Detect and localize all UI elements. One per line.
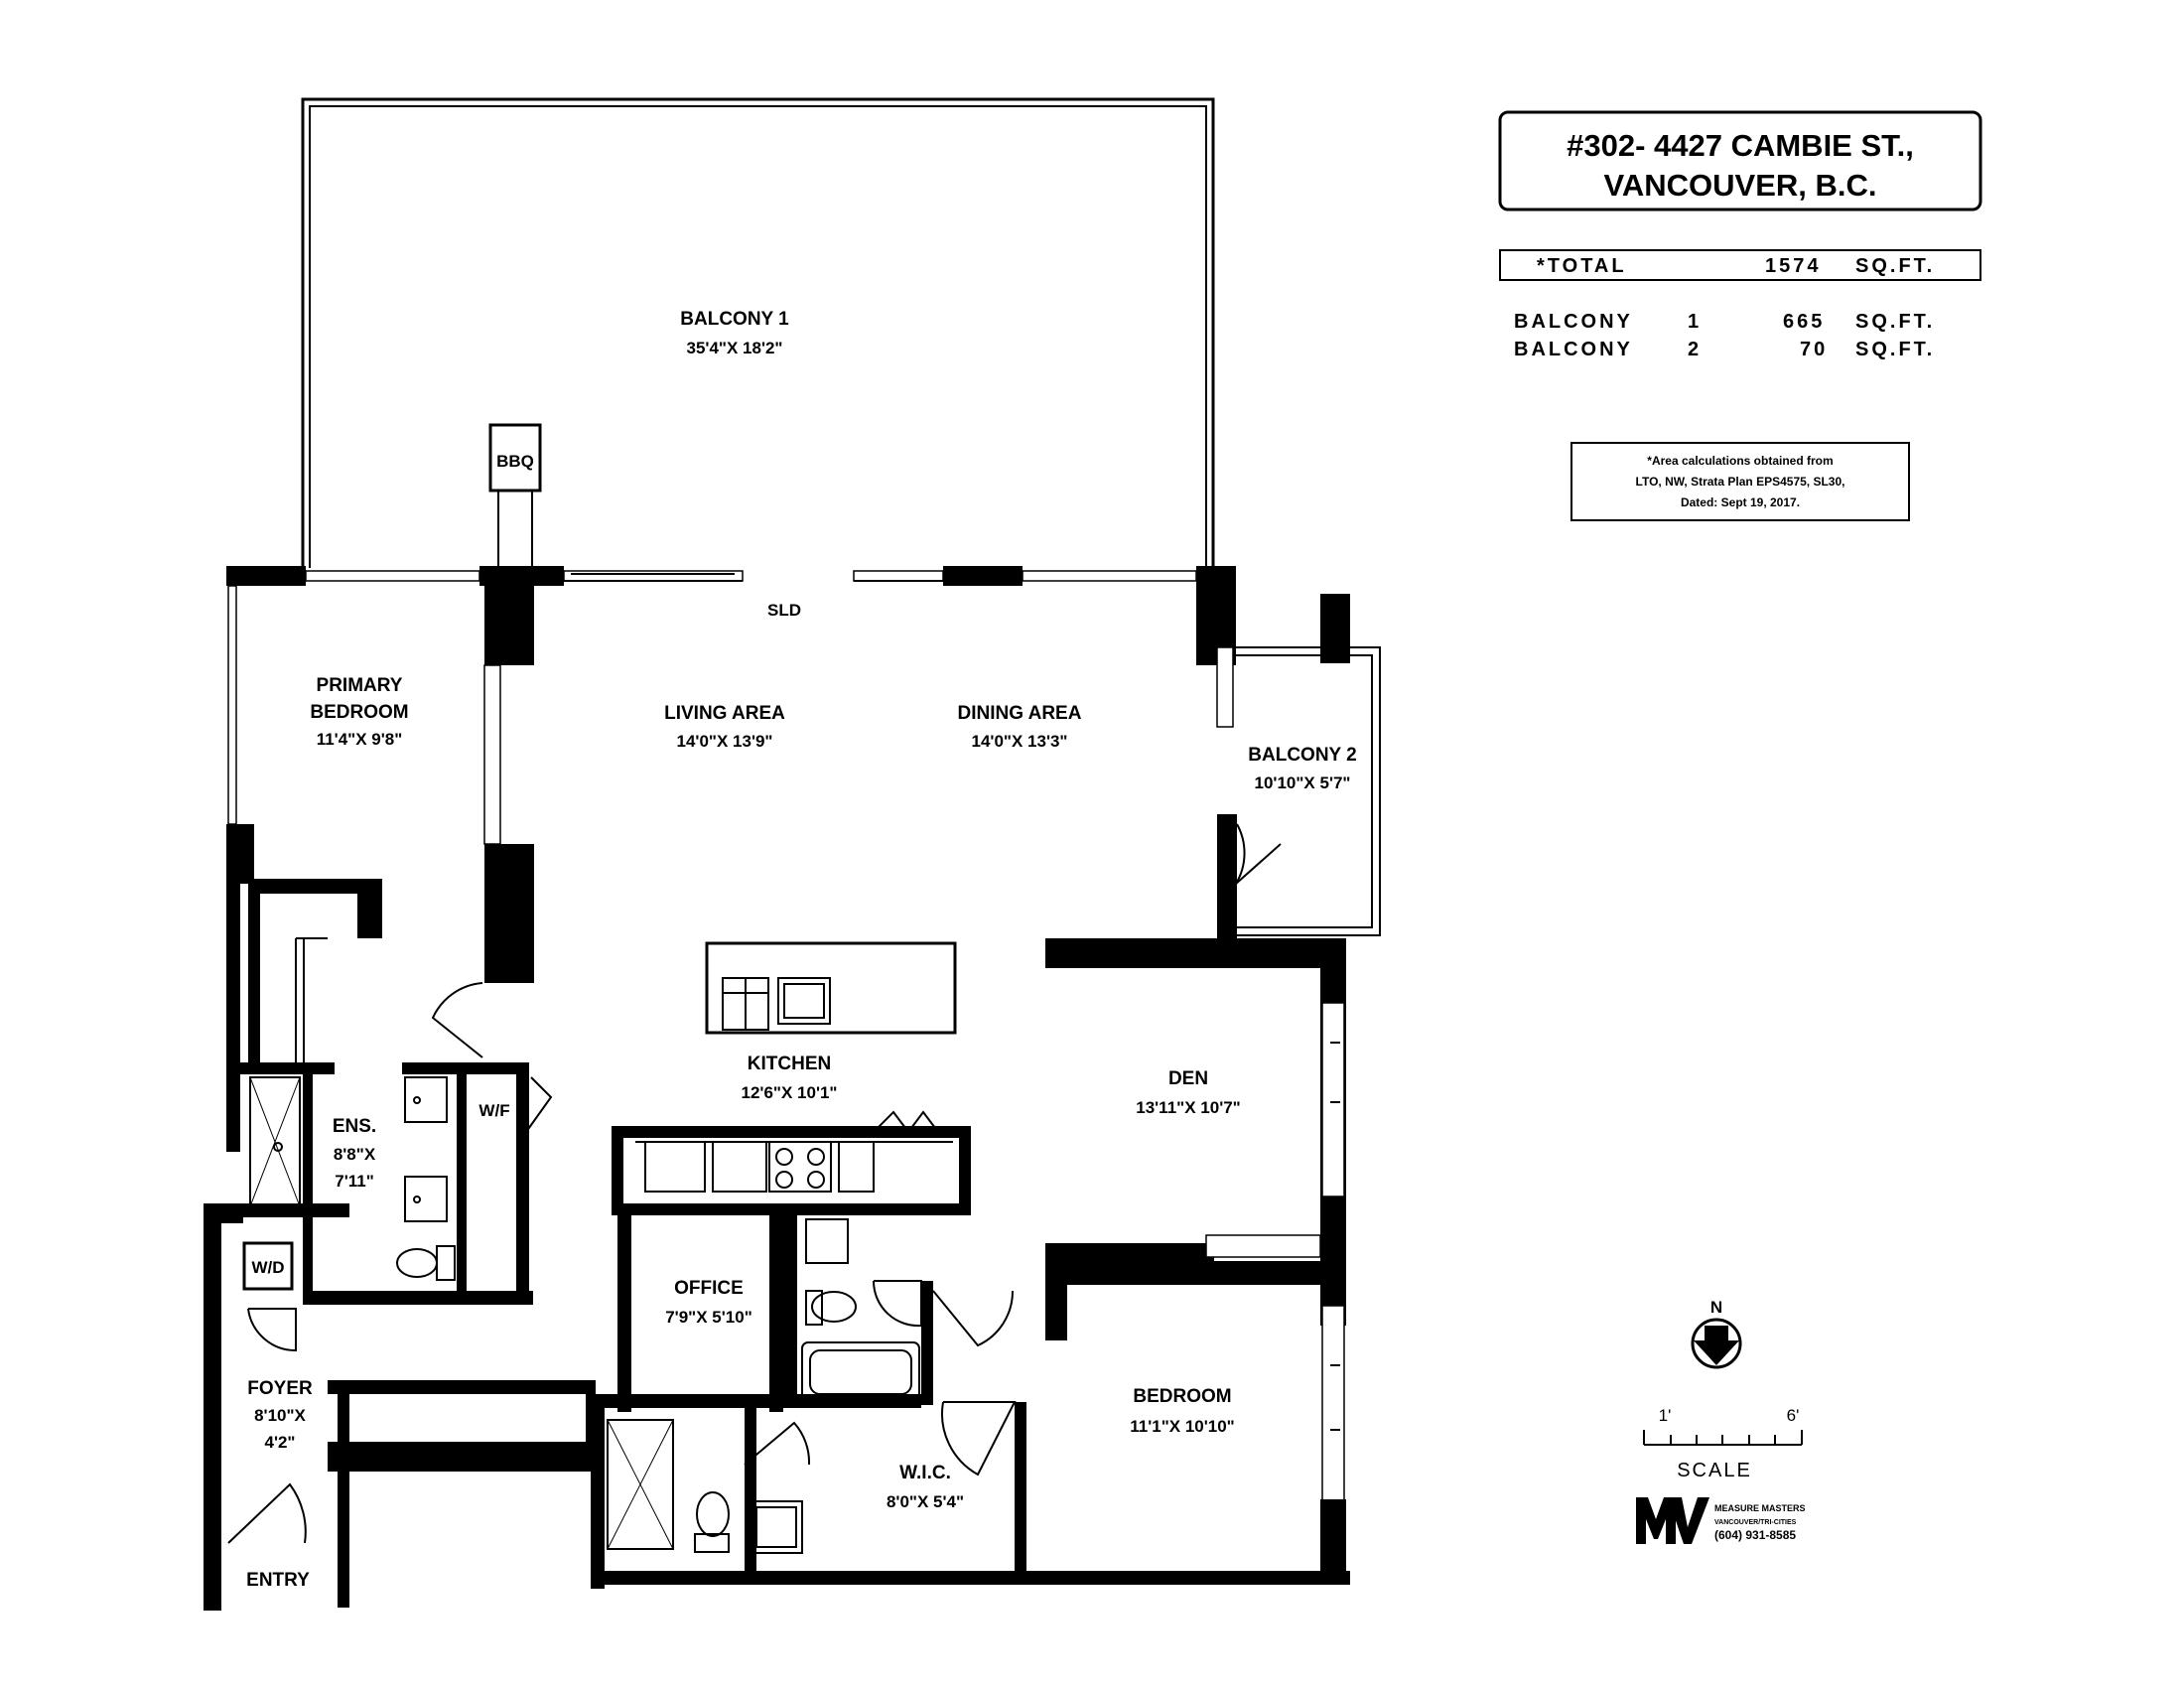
balcony-2-outline: [1236, 646, 1381, 936]
total-value: 1574: [1765, 255, 1822, 277]
bbq: BBQ: [488, 423, 542, 569]
balcony-area-unit: SQ.FT.: [1855, 339, 1935, 360]
north-arrow-icon: [1694, 1326, 1739, 1365]
total-label: *TOTAL: [1537, 255, 1627, 277]
ensuite-name: ENS.: [333, 1116, 376, 1137]
logo-v-icon: [1668, 1497, 1709, 1544]
balcony-areas: BALCONY 1 665 SQ.FT. BALCONY 2 70 SQ.FT.: [1514, 311, 1935, 360]
ensuite-dims-2: 7'11": [335, 1172, 374, 1191]
office-dims: 7'9"X 5'10": [665, 1308, 752, 1327]
wic-dims: 8'0"X 5'4": [887, 1492, 964, 1511]
balcony-area-value: 665: [1783, 311, 1825, 333]
bbq-label: BBQ: [496, 452, 534, 471]
note-line-2: LTO, NW, Strata Plan EPS4575, SL30,: [1636, 475, 1845, 489]
dining-area-dims: 14'0"X 13'3": [972, 732, 1068, 751]
scale-bar: 1' 6' SCALE: [1643, 1406, 1803, 1481]
north-compass: N: [1691, 1298, 1742, 1369]
balcony-area-label: BALCONY: [1514, 311, 1633, 333]
balcony-1-dims: 35'4"X 18'2": [687, 339, 783, 357]
living-area-dims: 14'0"X 13'9": [677, 732, 773, 751]
area-note-box: *Area calculations obtained from LTO, NW…: [1570, 442, 1910, 521]
compass-label: N: [1710, 1298, 1722, 1317]
scale-end: 6': [1787, 1406, 1800, 1425]
balcony-area-value: 70: [1800, 339, 1828, 360]
total-area-box: *TOTAL 1574 SQ.FT.: [1499, 249, 1981, 281]
balcony-1-outline: [301, 97, 1215, 568]
scale-label: SCALE: [1677, 1460, 1752, 1481]
balcony-area-label: BALCONY: [1514, 339, 1633, 360]
total-unit: SQ.FT.: [1855, 255, 1935, 277]
dining-area-name: DINING AREA: [958, 703, 1082, 724]
balcony-area-num: 2: [1688, 339, 1702, 360]
walls: [204, 566, 1350, 1611]
sld-label: SLD: [767, 601, 801, 620]
fixtures: W/D W/F: [242, 941, 957, 1554]
primary-bedroom-name-1: PRIMARY: [317, 675, 403, 696]
wd-label: W/D: [251, 1258, 284, 1277]
logo-phone: (604) 931-8585: [1714, 1528, 1796, 1542]
measure-masters-logo: MEASURE MASTERS VANCOUVER/TRI-CITIES (60…: [1636, 1497, 1806, 1544]
bedroom-dims: 11'1"X 10'10": [1130, 1417, 1235, 1436]
scale-start: 1': [1659, 1406, 1672, 1425]
address-line-1: #302- 4427 CAMBIE ST.,: [1567, 128, 1914, 163]
room-labels: BALCONY 1 35'4"X 18'2" SLD PRIMARY BEDRO…: [246, 309, 1357, 1591]
balcony-area-unit: SQ.FT.: [1855, 311, 1935, 333]
balcony-area-num: 1: [1688, 311, 1702, 333]
balcony-2-dims: 10'10"X 5'7": [1255, 774, 1351, 792]
den-dims: 13'11"X 10'7": [1136, 1098, 1241, 1117]
kitchen-name: KITCHEN: [748, 1054, 831, 1074]
balcony-1-name: BALCONY 1: [680, 309, 789, 330]
logo-name: MEASURE MASTERS: [1714, 1503, 1806, 1513]
foyer-dims-1: 8'10"X: [254, 1406, 306, 1425]
foyer-dims-2: 4'2": [264, 1433, 295, 1452]
note-line-1: *Area calculations obtained from: [1647, 454, 1833, 468]
bedroom-name: BEDROOM: [1133, 1386, 1231, 1407]
logo-tagline: VANCOUVER/TRI-CITIES: [1714, 1519, 1797, 1526]
note-line-3: Dated: Sept 19, 2017.: [1681, 495, 1800, 509]
living-area-name: LIVING AREA: [664, 703, 785, 724]
balcony-2-name: BALCONY 2: [1248, 745, 1356, 766]
office-name: OFFICE: [674, 1278, 744, 1299]
wic-name: W.I.C.: [899, 1463, 951, 1483]
entry-label: ENTRY: [246, 1570, 310, 1591]
address-box: #302- 4427 CAMBIE ST., VANCOUVER, B.C.: [1498, 110, 1982, 211]
den-name: DEN: [1168, 1068, 1208, 1089]
logo-m-icon: [1636, 1497, 1676, 1544]
ensuite-dims-1: 8'8"X: [334, 1145, 376, 1164]
foyer-name: FOYER: [247, 1378, 313, 1399]
address-line-2: VANCOUVER, B.C.: [1603, 168, 1876, 203]
kitchen-dims: 12'6"X 10'1": [742, 1083, 838, 1102]
doors: [227, 823, 1282, 1544]
wf-label: W/F: [478, 1101, 509, 1120]
primary-bedroom-name-2: BEDROOM: [310, 702, 408, 723]
primary-bedroom-dims: 11'4"X 9'8": [317, 730, 403, 749]
